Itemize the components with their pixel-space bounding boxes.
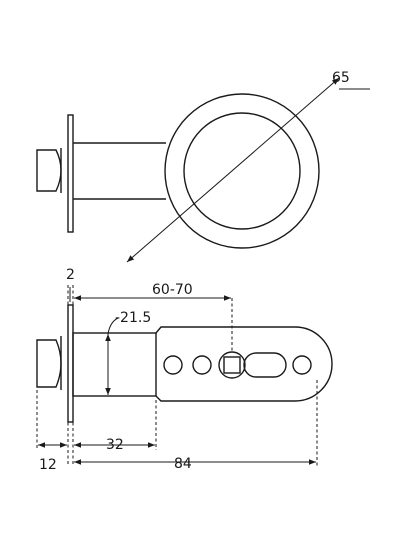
- plate-thickness-label: 2: [66, 267, 75, 283]
- backset-label: 60-70: [152, 282, 193, 298]
- top-faceplate: [67, 114, 74, 233]
- top-view: 65: [36, 70, 370, 263]
- side-faceplate: [67, 304, 74, 423]
- tube-length-label: 32: [106, 437, 124, 453]
- mounting-hole-2: [192, 355, 212, 375]
- spindle-square: [223, 356, 241, 374]
- face-to-plate-label: 12: [39, 457, 57, 473]
- mounting-hole-3: [292, 355, 312, 375]
- rose-outer-circle: [164, 93, 320, 249]
- side-lever-body: [155, 326, 333, 402]
- mounting-hole-1: [163, 355, 183, 375]
- side-view: [36, 304, 333, 423]
- rose-diameter-label: 65: [332, 70, 350, 86]
- spindle-slot: [243, 352, 287, 378]
- rose-inner-circle: [183, 112, 301, 230]
- overall-length-label: 84: [174, 456, 192, 472]
- spindle-circle: [218, 351, 246, 379]
- side-tube-body: [72, 332, 157, 397]
- bore-diameter-label: -21.5: [115, 310, 151, 326]
- rose-diameter-line: [126, 77, 340, 263]
- dimension-lines: 2 60-70 -21.5 12 32 84: [36, 267, 318, 473]
- side-latch-bolt: [36, 339, 62, 388]
- top-latch-bolt: [36, 149, 62, 192]
